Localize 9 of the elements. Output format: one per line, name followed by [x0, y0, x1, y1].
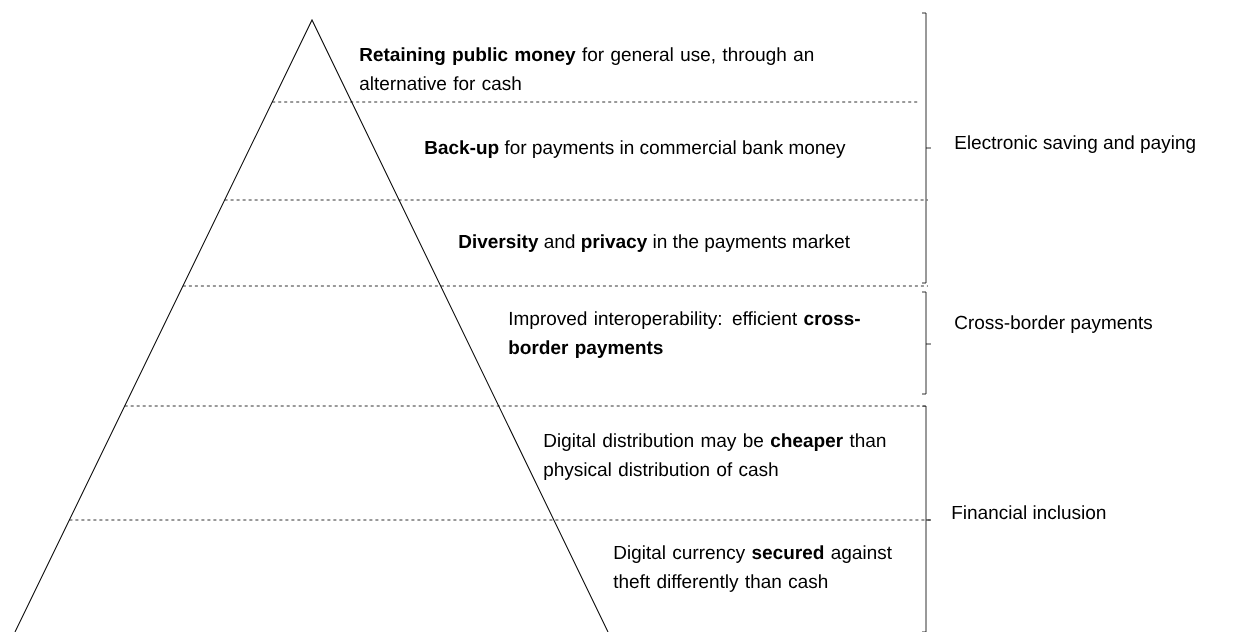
level-text: Improved interoperability: efficient cross-border payments	[509, 311, 860, 358]
level-text: Retaining public money for general use, through an alternative for cash	[360, 47, 814, 91]
group-label: Financial inclusion	[952, 505, 1106, 520]
level-text: Digital distribution may be cheaper than physical distribution of cash	[544, 433, 886, 480]
level-text: Diversity and privacy in the payments market	[459, 234, 850, 252]
group-label: Cross-border payments	[955, 315, 1152, 333]
group-label: Electronic saving and paying	[955, 135, 1195, 153]
level-text: Digital currency secured against theft differently than cash	[613, 545, 892, 592]
level-text: Back-up for payments in commercial bank money	[425, 140, 846, 158]
